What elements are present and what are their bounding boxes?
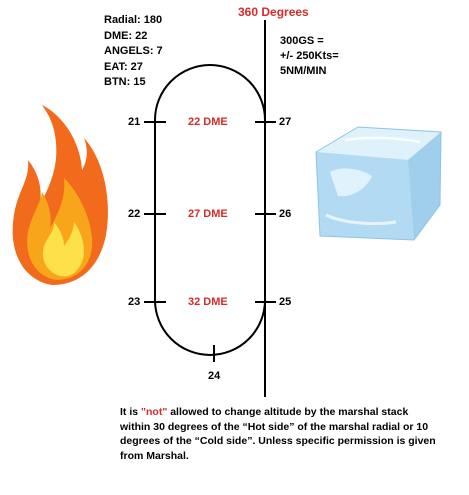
speed-line-3: 5NM/MIN (280, 65, 327, 77)
note-text-rest: allowed to change altitude by the marsha… (120, 406, 436, 462)
dme-label-27: 27 DME (188, 208, 228, 220)
dme-label-22: 22 DME (188, 116, 228, 128)
flame-icon (12, 105, 108, 285)
eat-info: EAT: 27 (104, 60, 143, 73)
dme-info: DME: 22 (104, 29, 148, 42)
tick-label-21: 21 (128, 116, 141, 128)
ice-cube-icon (315, 126, 442, 241)
tick-label-27: 27 (279, 116, 292, 128)
angels-info: ANGELS: 7 (104, 45, 163, 57)
speed-line-1: 300GS = (280, 35, 324, 47)
altitude-restriction-note: It is "not" allowed to change altitude b… (120, 405, 440, 463)
tick-label-26: 26 (279, 208, 292, 220)
speed-line-2: +/- 250Kts= (280, 50, 339, 62)
tick-label-23: 23 (128, 296, 141, 308)
radial-heading-label: 360 Degrees (238, 5, 309, 19)
btn-info: BTN: 15 (104, 76, 146, 88)
note-not-emphasis: "not" (141, 406, 168, 418)
tick-label-24: 24 (208, 370, 221, 382)
tick-label-25: 25 (279, 296, 292, 308)
speed-info-block: 300GS = +/- 250Kts= 5NM/MIN (280, 34, 339, 79)
radial-info: Radial: 180 (104, 14, 163, 26)
tick-label-22: 22 (128, 208, 141, 220)
dme-label-32: 32 DME (188, 296, 228, 308)
note-text-start: It is (120, 406, 142, 418)
marshal-info-block: Radial: 180 DME: 22 ANGELS: 7 EAT: 27 BT… (104, 13, 163, 91)
holding-pattern (154, 64, 266, 356)
